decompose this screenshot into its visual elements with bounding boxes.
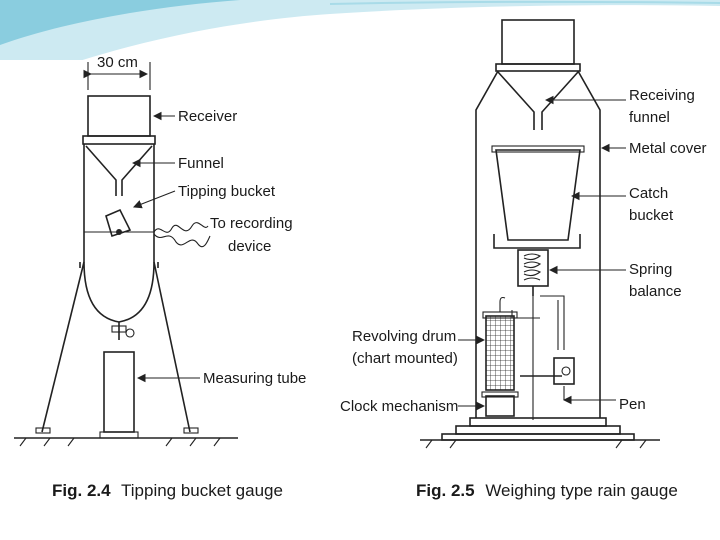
fig-2-5-weighing-rain-gauge: Receiving funnel Metal cover Catch bucke… bbox=[340, 19, 707, 500]
receiver-label: Receiver bbox=[178, 108, 237, 125]
to-recording-label-line2: device bbox=[228, 238, 271, 255]
tipping-bucket-label: Tipping bucket bbox=[178, 183, 276, 200]
ground-fig-2-5 bbox=[420, 439, 660, 449]
catch-bucket bbox=[495, 149, 581, 241]
measuring-tube bbox=[103, 351, 135, 433]
dimension-label: 30 cm bbox=[97, 54, 138, 71]
measuring-tube-label: Measuring tube bbox=[203, 370, 306, 387]
clock-mechanism bbox=[485, 395, 515, 417]
revolving-drum-label-line1: Revolving drum bbox=[352, 328, 456, 345]
gauge-base bbox=[441, 417, 635, 441]
tripod-legs bbox=[35, 261, 199, 434]
receiving-funnel-label-line1: Receiving bbox=[629, 87, 695, 104]
recording-wire bbox=[153, 222, 209, 233]
fig-2-4-tipping-bucket-gauge: 30 cm Receiver Funnel Tipping bucket To … bbox=[14, 54, 306, 500]
spring-balance-label-line1: Spring bbox=[629, 261, 672, 278]
funnel bbox=[85, 145, 153, 196]
fig-2-4-caption-number: Fig. 2.4 bbox=[52, 481, 111, 500]
dimension-line bbox=[83, 62, 151, 90]
fig-2-4-caption-text: Tipping bucket gauge bbox=[121, 481, 283, 500]
receiving-funnel bbox=[497, 71, 579, 130]
fig-2-4-caption: Fig. 2.4 Tipping bucket gauge bbox=[52, 481, 283, 500]
to-recording-label-line1: To recording bbox=[210, 215, 293, 232]
catch-bucket-label-line2: bucket bbox=[629, 207, 674, 224]
pen-label: Pen bbox=[619, 396, 646, 413]
spring-balance-label-line2: balance bbox=[629, 283, 682, 300]
ground-fig-2-4 bbox=[14, 437, 238, 447]
pen-assembly bbox=[520, 357, 575, 385]
receiver bbox=[87, 95, 151, 137]
header-swoosh-decoration bbox=[0, 0, 720, 60]
tipping-bucket bbox=[84, 208, 154, 238]
spring-balance bbox=[517, 249, 549, 296]
funnel-label: Funnel bbox=[178, 155, 224, 172]
receiver-top bbox=[501, 19, 575, 65]
fig-2-5-caption-number: Fig. 2.5 bbox=[416, 481, 475, 500]
clock-mechanism-label: Clock mechanism bbox=[340, 398, 458, 415]
fig-2-5-caption-text: Weighing type rain gauge bbox=[485, 481, 678, 500]
metal-cover-label: Metal cover bbox=[629, 140, 707, 157]
metal-cover bbox=[475, 70, 601, 418]
receiving-funnel-label-line2: funnel bbox=[629, 109, 670, 126]
revolving-drum bbox=[482, 296, 518, 391]
catch-bucket-label-line1: Catch bbox=[629, 185, 668, 202]
revolving-drum-label-line2: (chart mounted) bbox=[352, 350, 458, 367]
fig-2-5-caption: Fig. 2.5 Weighing type rain gauge bbox=[416, 481, 678, 500]
